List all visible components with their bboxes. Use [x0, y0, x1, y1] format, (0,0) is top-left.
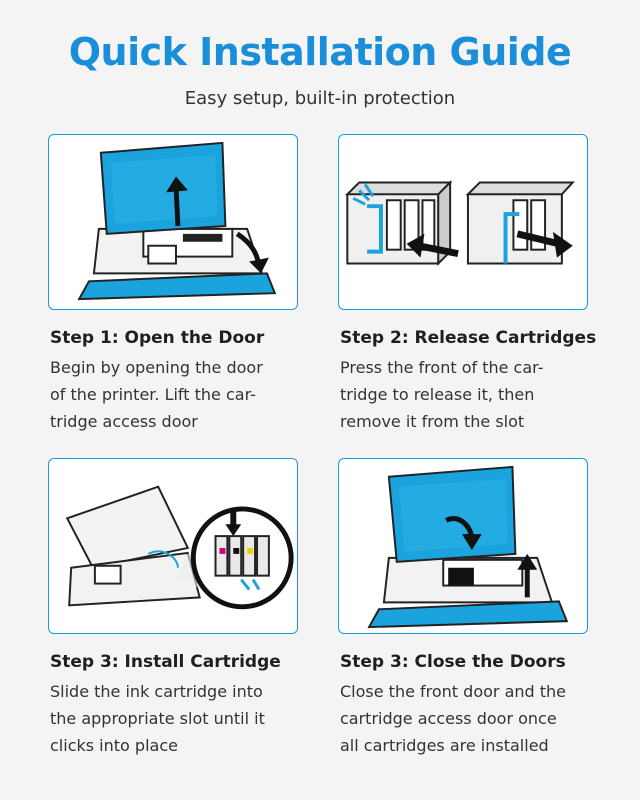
step-2-line: Press the front of the car-: [340, 358, 544, 377]
step-3-description: Slide the ink cartridge into the appropr…: [50, 678, 265, 759]
step-4-description: Close the front door and the cartridge a…: [340, 678, 566, 759]
step-2-line: tridge to release it, then: [340, 385, 535, 404]
step-2-illustration: [338, 134, 588, 310]
step-3-illustration: [48, 458, 298, 634]
page-title: Quick Installation Guide: [68, 30, 572, 74]
step-2-description: Press the front of the car- tridge to re…: [340, 354, 543, 435]
step-1-line: Begin by opening the door: [50, 358, 263, 377]
page-subtitle: Easy setup, built-in protection: [184, 88, 456, 109]
step-1-line: tridge access door: [50, 412, 198, 431]
step-4-title: Step 3: Close the Doors: [340, 652, 566, 672]
step-4-illustration: [338, 458, 588, 634]
step-3-line: Slide the ink cartridge into: [50, 682, 263, 701]
step-4-line: cartridge access door once: [340, 709, 557, 728]
step-3-line: clicks into place: [50, 736, 178, 755]
step-1-description: Begin by opening the door of the printer…: [50, 354, 263, 435]
step-1-illustration: [48, 134, 298, 310]
step-1-title: Step 1: Open the Door: [50, 328, 265, 348]
step-1-line: of the printer. Lift the car-: [50, 385, 256, 404]
step-3-title: Step 3: Install Cartridge: [50, 652, 281, 672]
step-2-line: remove it from the slot: [340, 412, 525, 431]
step-4-line: all cartridges are installed: [340, 736, 549, 755]
step-4-line: Close the front door and the: [340, 682, 567, 701]
step-2-title: Step 2: Release Cartridges: [340, 328, 597, 348]
step-3-line: the appropriate slot until it: [50, 709, 265, 728]
